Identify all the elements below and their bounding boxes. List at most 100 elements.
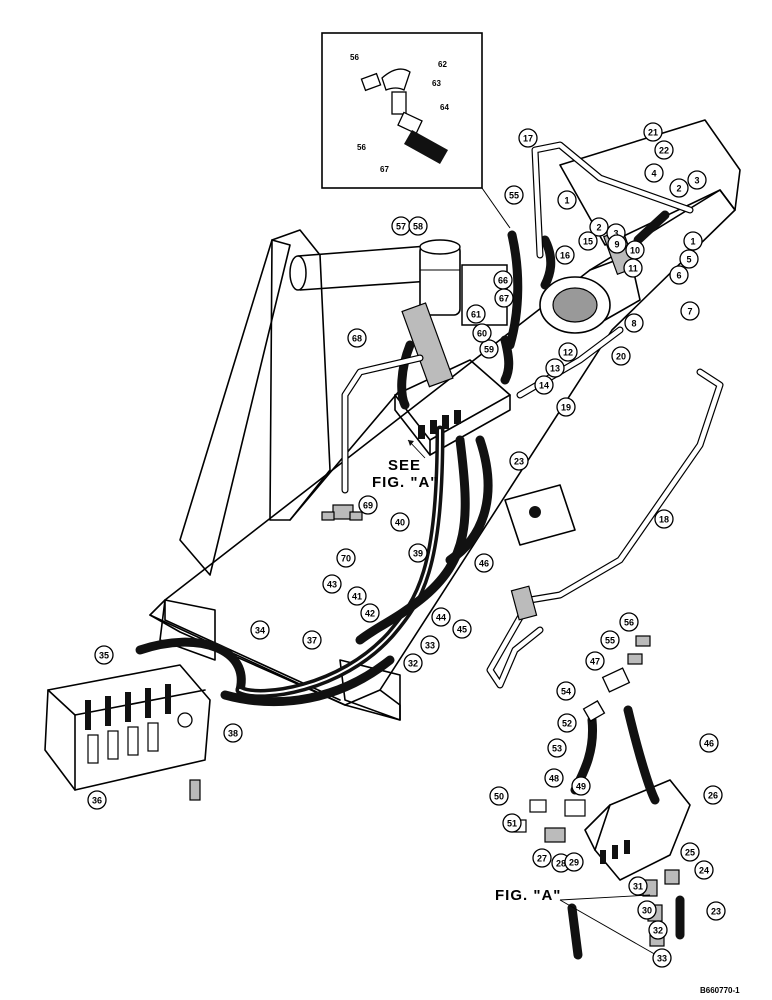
callout-number: 35 xyxy=(99,651,109,661)
callout-number: 32 xyxy=(653,926,663,936)
fig-a-valve xyxy=(511,635,691,961)
callout-circle xyxy=(654,509,674,529)
callout-number: 43 xyxy=(327,580,337,590)
callout-number: 47 xyxy=(590,657,600,667)
callout-c23a: 23 xyxy=(509,451,529,471)
callout-circle xyxy=(532,848,552,868)
hoses xyxy=(135,210,670,707)
callout-circle xyxy=(489,786,509,806)
callout-c44: 44 xyxy=(431,607,451,627)
drawing-number: B660770-1 xyxy=(700,986,740,995)
callout-number: 33 xyxy=(425,641,435,651)
callout-c46a: 46 xyxy=(474,553,494,573)
callout-c16: 16 xyxy=(555,245,575,265)
see-label-line2: FIG. "A" xyxy=(372,474,438,491)
callout-circle xyxy=(466,304,486,324)
callout-number: 38 xyxy=(228,729,238,739)
callout-number: 1 xyxy=(564,196,569,206)
callout-circle xyxy=(545,358,565,378)
callout-number: 50 xyxy=(494,792,504,802)
callout-circle xyxy=(564,852,584,872)
callout-circle xyxy=(669,178,689,198)
callout-c55b: 55 xyxy=(600,630,620,650)
callout-number: 41 xyxy=(352,592,362,602)
callout-c69: 69 xyxy=(358,495,378,515)
callout-circle xyxy=(87,790,107,810)
callout-number: 12 xyxy=(563,348,573,358)
callout-number: 60 xyxy=(477,329,487,339)
callout-c68: 68 xyxy=(347,328,367,348)
callout-number: 15 xyxy=(583,237,593,247)
callout-number: 19 xyxy=(561,403,571,413)
callout-number: 67 xyxy=(499,294,509,304)
callout-circle xyxy=(556,397,576,417)
callout-c32b: 32 xyxy=(648,920,668,940)
tee-fitting xyxy=(321,504,363,521)
callout-circle xyxy=(687,170,707,190)
callout-c32a: 32 xyxy=(403,653,423,673)
callout-circle xyxy=(669,265,689,285)
callout-number: 55 xyxy=(509,191,519,201)
callout-number: 5 xyxy=(686,255,691,265)
callout-number: 68 xyxy=(352,334,362,344)
callout-number: 46 xyxy=(704,739,714,749)
callout-circle xyxy=(502,813,522,833)
callout-c43: 43 xyxy=(322,574,342,594)
callout-number: 2 xyxy=(596,223,601,233)
callout-c49: 49 xyxy=(571,776,591,796)
inset-label-i67: 67 xyxy=(380,165,389,174)
callout-number: 8 xyxy=(631,319,636,329)
inset-label-i56a: 56 xyxy=(350,53,359,62)
callout-circle xyxy=(607,234,627,254)
callout-number: 33 xyxy=(657,954,667,964)
callout-c34: 34 xyxy=(250,620,270,640)
callout-c31: 31 xyxy=(628,876,648,896)
callout-c36: 36 xyxy=(87,790,107,810)
see-label-line1: SEE xyxy=(388,457,421,474)
callout-c2a: 2 xyxy=(589,217,609,237)
callout-number: 9 xyxy=(614,240,619,250)
callout-c67: 67 xyxy=(494,288,514,308)
callout-c6: 6 xyxy=(669,265,689,285)
callout-c8: 8 xyxy=(624,313,644,333)
callout-c51: 51 xyxy=(502,813,522,833)
callout-c47: 47 xyxy=(585,651,605,671)
callout-c54: 54 xyxy=(556,681,576,701)
callout-number: 7 xyxy=(687,307,692,317)
callout-c22: 22 xyxy=(654,140,674,160)
callout-number: 49 xyxy=(576,782,586,792)
callout-c33a: 33 xyxy=(420,635,440,655)
callout-circle xyxy=(637,900,657,920)
callout-circle xyxy=(578,231,598,251)
callout-number: 54 xyxy=(561,687,571,697)
callout-circle xyxy=(600,630,620,650)
callout-circle xyxy=(703,785,723,805)
inset-label-i62: 62 xyxy=(438,60,447,69)
callout-number: 20 xyxy=(616,352,626,362)
callout-number: 4 xyxy=(651,169,656,179)
callout-c5: 5 xyxy=(679,249,699,269)
callout-c53: 53 xyxy=(547,738,567,758)
callout-number: 58 xyxy=(413,222,423,232)
callout-number: 42 xyxy=(365,609,375,619)
callout-c66: 66 xyxy=(493,270,513,290)
callout-circle xyxy=(408,216,428,236)
inset-label-i56b: 56 xyxy=(357,143,366,152)
callout-circle xyxy=(360,603,380,623)
callout-number: 11 xyxy=(628,264,638,274)
callout-number: 3 xyxy=(694,176,699,186)
callout-number: 17 xyxy=(523,134,533,144)
remote-control-valve xyxy=(44,664,211,801)
callout-number: 23 xyxy=(711,907,721,917)
callout-circle xyxy=(652,948,672,968)
callout-circle xyxy=(558,342,578,362)
callout-number: 48 xyxy=(549,774,559,784)
callout-c61: 61 xyxy=(466,304,486,324)
callout-number: 55 xyxy=(605,636,615,646)
see-fig-a-arrow xyxy=(407,439,426,459)
callout-number: 6 xyxy=(676,271,681,281)
callout-number: 10 xyxy=(630,246,640,256)
callout-number: 66 xyxy=(498,276,508,286)
